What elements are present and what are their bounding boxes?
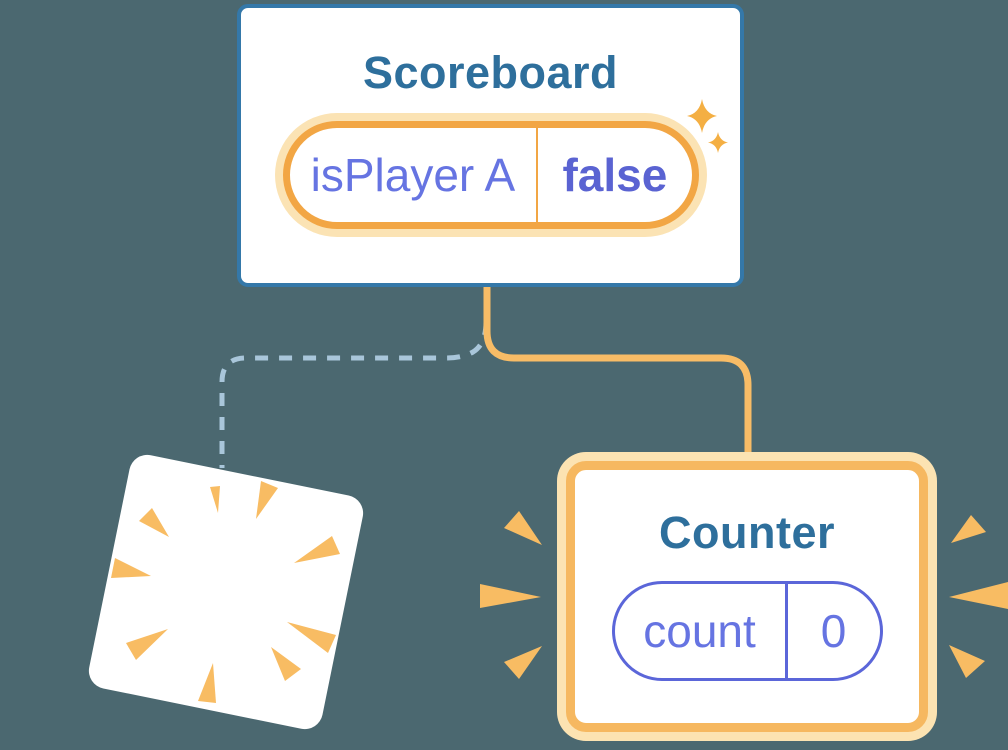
emphasis-rays-left-icon bbox=[480, 511, 542, 679]
state-pill-value-cell: false bbox=[536, 128, 691, 222]
state-name: isPlayer A bbox=[310, 149, 516, 201]
destroyed-card bbox=[85, 451, 367, 733]
scoreboard-card: Scoreboard isPlayer A false bbox=[237, 4, 744, 287]
state-value: false bbox=[562, 149, 668, 201]
counter-card: Counter count 0 bbox=[566, 461, 928, 732]
state-name: count bbox=[643, 605, 756, 657]
state-pill-label-cell: count bbox=[615, 584, 785, 678]
scoreboard-state-pill: isPlayer A false bbox=[282, 121, 699, 229]
state-pill-value-cell: 0 bbox=[784, 584, 880, 678]
counter-state-pill: count 0 bbox=[611, 581, 883, 681]
solid-connector-to-counter-card bbox=[483, 283, 752, 466]
state-value: 0 bbox=[820, 605, 847, 657]
dashed-connector-to-destroyed-card bbox=[219, 321, 489, 468]
scoreboard-title: Scoreboard bbox=[362, 47, 619, 98]
emphasis-rays-right-icon bbox=[949, 515, 1008, 678]
counter-title: Counter bbox=[659, 507, 835, 558]
state-pill-label-cell: isPlayer A bbox=[290, 128, 537, 222]
